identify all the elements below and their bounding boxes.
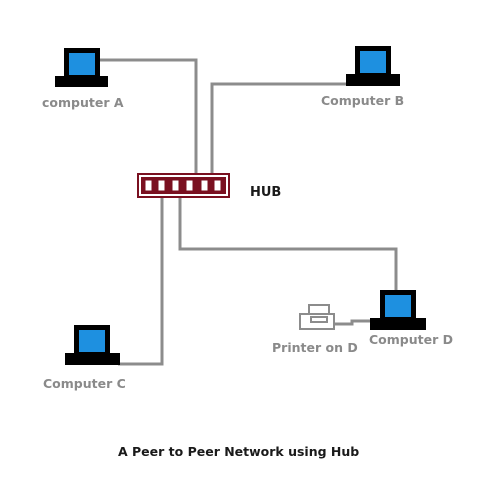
cable-computer-c-hub — [118, 186, 164, 366]
hub-device — [137, 173, 230, 198]
computer-a-icon — [55, 48, 108, 87]
cable-computer-d-hub — [178, 186, 398, 290]
computer-c-label: Computer C — [43, 376, 126, 391]
hub-port — [200, 179, 209, 192]
computer-d-icon — [370, 290, 426, 330]
printer-label: Printer on D — [272, 340, 358, 355]
diagram-caption: A Peer to Peer Network using Hub — [118, 444, 360, 459]
hub-port — [171, 179, 180, 192]
computer-b-icon — [346, 46, 400, 86]
printer-icon — [299, 304, 335, 330]
hub-ports — [144, 179, 222, 192]
cable-computer-a-hub — [98, 58, 198, 188]
cable-printer-computer-d — [334, 319, 372, 326]
hub-label: HUB — [250, 185, 282, 200]
cable-computer-b-hub — [210, 82, 348, 188]
cables — [98, 58, 398, 366]
hub-port — [185, 179, 194, 192]
hub-port — [144, 179, 153, 192]
computer-a-label: computer A — [42, 95, 124, 110]
computer-d-label: Computer D — [369, 332, 453, 347]
hub-port — [157, 179, 166, 192]
computer-b-label: Computer B — [321, 93, 405, 108]
computer-c-icon — [65, 325, 120, 365]
hub-port — [213, 179, 222, 192]
